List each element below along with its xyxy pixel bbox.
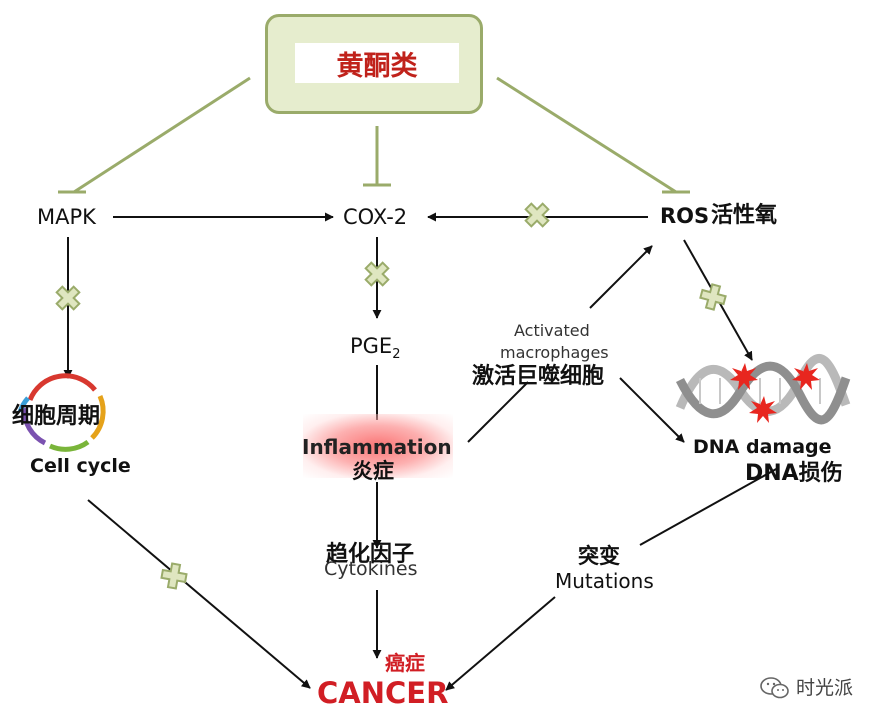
damage-burst-icon [730, 363, 820, 423]
arrow-mutations-cancer [445, 596, 556, 691]
flavonoids-box: 黄酮类 [265, 14, 483, 114]
node-dna-damage-cn: DNA损伤 [745, 461, 843, 486]
cross-marker-icon [699, 283, 727, 311]
node-ros: ROS [660, 204, 710, 228]
node-cell-cycle-cn: 细胞周期 [12, 404, 101, 429]
node-activated-line1: Activated [514, 321, 590, 340]
node-mutations: Mutations [555, 569, 654, 593]
node-ros-cn: 活性氧 [711, 203, 778, 228]
line-inflammation-macrophages [467, 381, 529, 443]
node-cytokines: Cytokines [324, 558, 418, 580]
arrow-macrophages-ros [589, 245, 653, 309]
arrow-cellcycle-cancer [87, 499, 311, 689]
node-cancer: CANCER [317, 676, 449, 710]
node-activated-cn: 激活巨噬细胞 [472, 364, 605, 389]
line-dna-mutations [639, 467, 779, 546]
node-cox2: COX-2 [343, 205, 408, 229]
watermark-text: 时光派 [796, 676, 854, 699]
inflammation-highlight [303, 414, 453, 478]
title-flavonoids: 黄酮类 [336, 50, 418, 82]
arrow-macrophages-dna [619, 377, 685, 443]
node-cancer-cn: 癌症 [385, 651, 425, 675]
cross-marker-icon [364, 261, 390, 287]
watermark: 时光派 [760, 676, 853, 700]
inhibit-edge-ros [496, 76, 677, 194]
node-mapk: MAPK [37, 205, 96, 229]
node-pge2: PGE2 [350, 334, 401, 363]
inhibit-edge-mapk [73, 76, 251, 194]
node-inflammation: Inflammation [302, 435, 452, 459]
node-inflammation-cn: 炎症 [352, 459, 394, 483]
pge-subscript: 2 [392, 347, 401, 363]
wechat-icon [760, 677, 789, 699]
node-mutations-cn: 突变 [578, 544, 620, 568]
node-activated-line2: macrophages [500, 343, 609, 362]
node-cytokines-cn: 趋化因子 [326, 542, 415, 567]
cross-marker-icon [55, 285, 81, 311]
pge-base: PGE [350, 334, 393, 358]
cross-marker-icon [524, 202, 550, 228]
inhibition-edges [58, 76, 690, 194]
cross-marker-icon [160, 562, 188, 590]
cell-cycle-icon [17, 373, 106, 452]
title-panel: 黄酮类 [295, 43, 459, 83]
inhibition-markers [55, 202, 727, 590]
node-cell-cycle: Cell cycle [30, 455, 131, 477]
node-dna-damage: DNA damage [693, 436, 832, 458]
dna-helix-icon [675, 354, 851, 425]
